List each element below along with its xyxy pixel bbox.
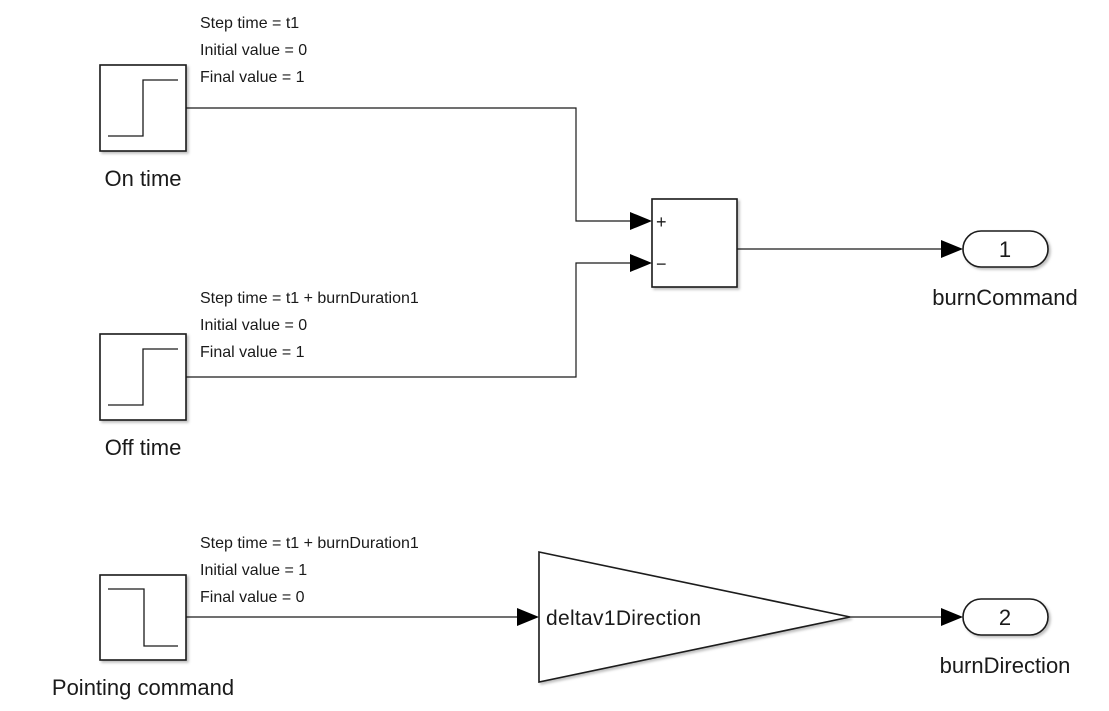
outport-1-name: burnCommand (932, 285, 1078, 310)
sum-block[interactable]: + − (651, 198, 738, 288)
arrowhead-outport-1 (941, 240, 963, 258)
step-up-icon (108, 348, 178, 406)
outport-burndirection[interactable]: 2 (962, 598, 1049, 636)
step-up-icon (108, 79, 178, 137)
pointing-param-final-value: Final value = 0 (200, 589, 305, 606)
wire-on-time-to-sum[interactable] (186, 107, 640, 222)
sum-sign-plus: + (656, 212, 667, 232)
wire-off-time-to-sum[interactable] (186, 262, 640, 378)
arrowheads (517, 212, 963, 626)
outport-1-number: 1 (999, 237, 1011, 262)
gain-block[interactable]: deltav1Direction (538, 551, 851, 683)
outport-2-number: 2 (999, 605, 1011, 630)
outport-2-name: burnDirection (940, 653, 1071, 678)
arrowhead-sum-plus (630, 212, 652, 230)
step-block-on-time[interactable] (99, 64, 187, 152)
off-time-block-name: Off time (105, 435, 182, 460)
arrowhead-outport-2 (941, 608, 963, 626)
gain-label: deltav1Direction (546, 607, 701, 630)
pointing-command-block-name: Pointing command (52, 675, 234, 700)
on-time-param-final-value: Final value = 1 (200, 69, 305, 86)
off-time-param-initial-value: Initial value = 0 (200, 317, 307, 334)
step-down-icon (108, 588, 178, 647)
sum-sign-minus: − (656, 254, 667, 274)
outport-burncommand[interactable]: 1 (962, 230, 1049, 268)
step-block-pointing-command[interactable] (99, 574, 187, 661)
step-block-off-time[interactable] (99, 333, 187, 421)
on-time-block-name: On time (104, 166, 181, 191)
pointing-param-initial-value: Initial value = 1 (200, 562, 307, 579)
arrowhead-gain-input (517, 608, 539, 626)
off-time-param-final-value: Final value = 1 (200, 344, 305, 361)
on-time-param-step-time: Step time = t1 (200, 15, 299, 32)
off-time-param-step-time: Step time = t1 + burnDuration1 (200, 290, 419, 307)
wires (186, 107, 950, 618)
on-time-param-initial-value: Initial value = 0 (200, 42, 307, 59)
pointing-param-step-time: Step time = t1 + burnDuration1 (200, 535, 419, 552)
arrowhead-sum-minus (630, 254, 652, 272)
